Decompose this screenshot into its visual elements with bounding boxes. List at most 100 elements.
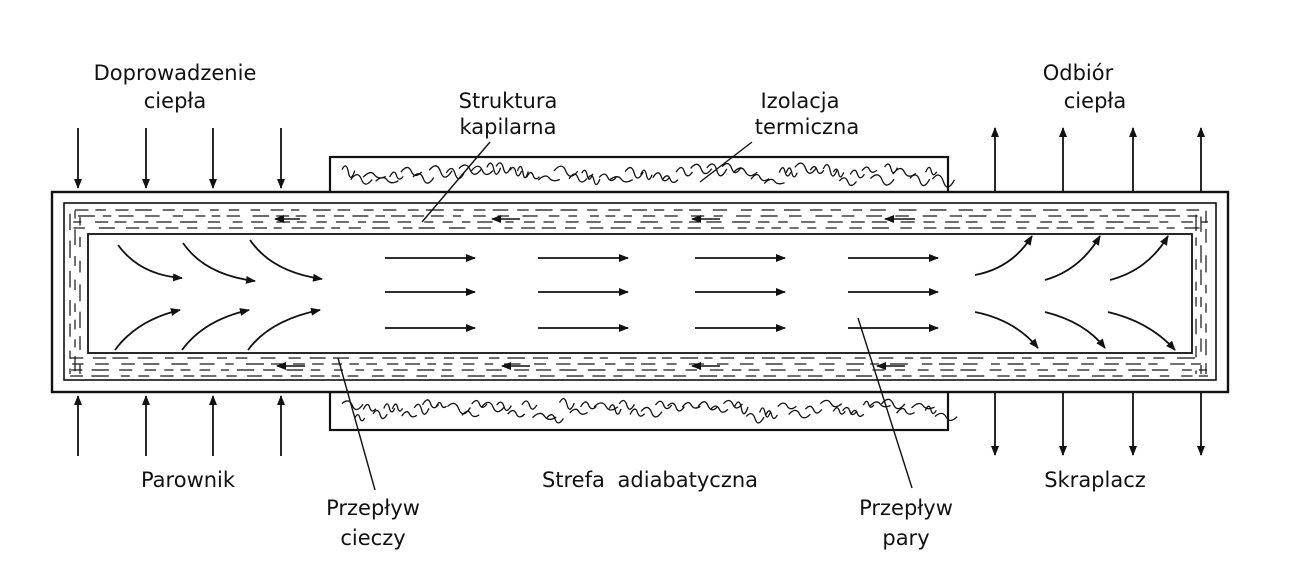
- insulation-fiber: [804, 405, 823, 414]
- insulation-fiber: [609, 176, 634, 183]
- insulation-fiber: [521, 400, 538, 410]
- insulation-fiber: [681, 401, 701, 409]
- condenser-label: Skraplacz: [1044, 468, 1146, 492]
- insulation-fiber: [732, 167, 758, 177]
- heat-input-label-line2: ciepła: [144, 89, 206, 113]
- insulation-fiber: [721, 162, 742, 174]
- heat-input-arrows: [74, 128, 285, 456]
- wick-label-line1: Struktura: [459, 89, 558, 113]
- insulation-fiber: [421, 399, 440, 409]
- insulation-fiber: [461, 410, 480, 418]
- heat-pipe-wall: [50, 190, 1230, 394]
- heat-output-arrows: [991, 127, 1205, 456]
- insulation-fiber: [870, 174, 895, 186]
- liquid-flow-label-line2: cieczy: [340, 526, 405, 550]
- insulation-fiber: [675, 166, 694, 177]
- insulation-fiber: [428, 165, 453, 178]
- insulation-fiber: [587, 174, 601, 186]
- heat-input-label-line1: Doprowadzenie: [94, 61, 257, 85]
- insulation-fiber: [838, 177, 858, 187]
- insulation-label-line1: Izolacja: [760, 89, 839, 113]
- insulation-fiber: [413, 403, 430, 415]
- heat-output-label-line2: ciepła: [1064, 89, 1126, 113]
- insulation-fiber: [777, 402, 797, 410]
- insulation-top: [328, 155, 955, 195]
- capillary-wick: [69, 209, 1208, 377]
- insulation-fiber: [745, 412, 765, 424]
- insulation-fiber: [341, 165, 356, 179]
- insulation-fiber: [553, 165, 579, 177]
- insulation-fiber: [690, 163, 713, 175]
- insulation-fiber: [546, 414, 564, 424]
- vapor-flow-arrows: [385, 254, 939, 332]
- insulation-fiber: [532, 412, 557, 420]
- insulation-fiber: [581, 169, 594, 180]
- insulation-fiber: [763, 178, 785, 185]
- insulation-fiber: [341, 400, 364, 411]
- insulation-fiber: [832, 168, 845, 178]
- insulation-fiber: [435, 401, 447, 409]
- insulation-fiber: [486, 162, 502, 175]
- insulation-fiber: [608, 404, 622, 415]
- heat-output-label-line1: Odbiór: [1043, 61, 1114, 85]
- insulation-fiber: [710, 405, 729, 413]
- insulation-bottom: [328, 390, 958, 432]
- vapor-flow-label-line1: Przepływ: [859, 496, 953, 520]
- insulation-fiber: [629, 408, 646, 417]
- labels: Doprowadzenie ciepła Odbiór ciepła Struk…: [94, 61, 1146, 550]
- insulation-fiber: [558, 398, 575, 410]
- insulation-fiber: [593, 402, 619, 411]
- insulation-fiber: [446, 402, 471, 415]
- insulation-fiber: [580, 401, 597, 410]
- insulation-fiber: [758, 407, 771, 418]
- insulation-fiber: [734, 401, 749, 415]
- insulation-fiber: [849, 169, 865, 179]
- insulation-fiber: [618, 399, 635, 410]
- insulation-fiber: [652, 172, 671, 182]
- insulation-fiber: [909, 174, 931, 187]
- insulation-fiber: [640, 169, 653, 181]
- insulation-fiber: [354, 413, 366, 422]
- evaporation-arrows: [114, 239, 323, 351]
- insulation-fiber: [765, 410, 778, 420]
- insulation-fiber: [862, 400, 875, 408]
- insulation-fiber: [624, 166, 644, 179]
- insulation-fiber: [794, 162, 817, 174]
- insulation-fiber: [471, 399, 488, 408]
- insulation-fiber: [401, 411, 418, 418]
- insulation-fiber: [509, 166, 523, 177]
- insulation-fiber: [568, 173, 588, 183]
- insulation-fiber: [788, 409, 811, 419]
- insulation-fiber: [569, 408, 588, 415]
- insulation-fiber: [661, 175, 679, 184]
- insulation-fiber: [640, 406, 663, 418]
- insulation-fiber: [481, 401, 505, 413]
- insulation-fiber: [750, 173, 770, 182]
- liquid-flow-label-line1: Przepływ: [326, 496, 420, 520]
- insulation-fiber: [861, 166, 878, 173]
- insulation-fiber: [822, 164, 838, 177]
- insulation-fiber: [537, 175, 561, 182]
- adiabatic-zone-label: Strefa adiabatyczna: [542, 468, 758, 492]
- insulation-fiber: [526, 171, 540, 180]
- insulation-fiber: [362, 403, 377, 412]
- insulation-fiber: [706, 163, 728, 177]
- insulation-fiber: [389, 171, 404, 180]
- insulation-fiber: [925, 166, 938, 176]
- insulation-fiber: [785, 167, 798, 178]
- insulation-fiber: [809, 165, 825, 175]
- insulation-fiber: [842, 406, 858, 416]
- insulation-label-line2: termiczna: [755, 115, 859, 139]
- insulation-fiber: [400, 166, 423, 177]
- insulation-fiber: [697, 401, 719, 411]
- insulation-fiber: [383, 403, 396, 413]
- insulation-fiber: [391, 403, 404, 412]
- insulation-fiber: [445, 167, 465, 180]
- insulation-fiber: [722, 399, 743, 409]
- insulation-fiber: [654, 400, 673, 410]
- condensation-arrows: [974, 235, 1176, 351]
- insulation-fiber: [881, 398, 906, 410]
- insulation-fiber: [819, 399, 843, 408]
- evaporator-label: Parownik: [141, 468, 236, 492]
